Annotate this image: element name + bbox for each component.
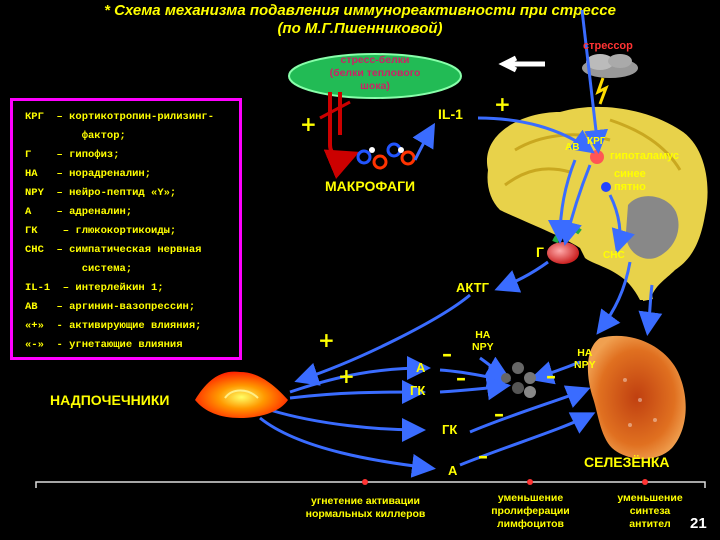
arrow-il1-hypothalamus bbox=[477, 116, 595, 154]
minus-sign-4: – bbox=[494, 402, 504, 426]
minus-sign-5: – bbox=[478, 444, 488, 468]
arrow-adrenal-gk2 bbox=[269, 408, 426, 442]
pituitary-label: Г bbox=[536, 244, 544, 260]
legend-line-8: СНС – симпатическая нервная bbox=[25, 244, 202, 256]
outcome-1: угнетение активации нормальных киллеров bbox=[305, 495, 426, 520]
pathway-arrows bbox=[259, 9, 663, 478]
arrow-npy-cells bbox=[479, 356, 511, 379]
na-npy-right-label: НА NPY bbox=[574, 347, 596, 371]
minus-sign-2: – bbox=[456, 366, 466, 390]
legend-line-13: «-» - угнетающие влияния bbox=[25, 339, 183, 351]
krg-brain-label: КРГ bbox=[587, 136, 606, 147]
spleen-organ bbox=[587, 335, 686, 459]
legend-line-11: АВ – аргинин-вазопрессин; bbox=[25, 301, 196, 313]
aktg-label: АКТГ bbox=[456, 280, 489, 295]
minus-sign-1: – bbox=[442, 342, 452, 366]
adrenal-gland bbox=[195, 371, 288, 418]
arrow-adrenal-a bbox=[289, 356, 431, 394]
brain-fold-2 bbox=[504, 167, 571, 187]
hypothalamus-label: гипоталамус bbox=[610, 150, 679, 162]
legend-line-1: КРГ – кортикотропин-рилизинг- bbox=[25, 111, 215, 123]
il1-label: IL-1 bbox=[438, 106, 463, 122]
outcome-dot-1 bbox=[362, 479, 368, 485]
brain-fold-3 bbox=[609, 118, 682, 171]
macrophage-red-path-1 bbox=[323, 92, 360, 179]
gk-label-top: ГК bbox=[410, 383, 426, 398]
arrow-hyp-sns bbox=[608, 194, 635, 254]
legend-line-6: А – адреналин; bbox=[25, 206, 133, 218]
na-npy-left-label: НА NPY bbox=[472, 329, 494, 353]
arrow-gk-cells bbox=[439, 376, 511, 401]
minus-sign-3: – bbox=[546, 364, 556, 388]
legend-line-9: система; bbox=[25, 263, 133, 275]
cerebellum bbox=[625, 196, 679, 259]
blue-spot-dot bbox=[601, 182, 611, 192]
arrow-adrenal-a2 bbox=[259, 416, 436, 478]
legend-line-5: NPY – нейро-пептид «Y»; bbox=[25, 187, 177, 199]
arrow-stressor-hypothalamus bbox=[580, 9, 609, 154]
blue-spot-label: синее пятно bbox=[614, 168, 646, 193]
macrophage-red-bar bbox=[319, 100, 351, 120]
legend-line-7: ГК – глюкокортикоиды; bbox=[25, 225, 177, 237]
arrow-hyp-pituitary-2 bbox=[548, 159, 577, 244]
stressor-cloud-icon bbox=[582, 54, 638, 105]
pituitary-gland bbox=[547, 242, 579, 264]
plus-sign-macrophage: + bbox=[300, 112, 317, 136]
plus-sign-adrenal-1: + bbox=[318, 328, 335, 352]
diagram-title: * Схема механизма подавления иммунореакт… bbox=[60, 2, 660, 38]
gk-label-bottom: ГК bbox=[442, 422, 458, 437]
legend-line-12: «+» - активирующие влияния; bbox=[25, 320, 202, 332]
outcome-dot-3 bbox=[642, 479, 648, 485]
page-number: 21 bbox=[690, 515, 707, 532]
title-line-2: (по М.Г.Пшенниковой) bbox=[277, 20, 443, 37]
arrow-gk-spleen bbox=[469, 385, 591, 434]
plus-sign-adrenal-2: + bbox=[338, 364, 355, 388]
arrow-spleen-cells bbox=[529, 360, 581, 385]
arrow-brainstem-spleen bbox=[638, 284, 663, 336]
legend-line-3: Г – гипофиз; bbox=[25, 149, 120, 161]
a-label-top: А bbox=[416, 360, 426, 375]
arrow-macrophage-il1 bbox=[412, 122, 436, 161]
outcome-2: уменьшение пролиферации лимфоцитов bbox=[491, 492, 570, 530]
plus-sign-il1: + bbox=[494, 92, 511, 116]
legend-line-2: фактор; bbox=[25, 130, 126, 142]
stress-proteins-label: стресс-белки (белки теплового шока) bbox=[329, 54, 421, 92]
sns-label: СНС bbox=[603, 250, 625, 261]
legend-line-4: НА – норадреналин; bbox=[25, 168, 152, 180]
a-label-bottom: А bbox=[448, 463, 458, 478]
stressor-label: стрессор bbox=[583, 40, 633, 52]
legend-line-10: IL-1 – интерлейкин 1; bbox=[25, 282, 164, 294]
arrow-adrenal-gk bbox=[289, 380, 426, 405]
arrow-aktg-adrenal bbox=[294, 293, 471, 386]
spleen-label: СЕЛЕЗЁНКА bbox=[584, 454, 670, 470]
arrow-a-spleen bbox=[459, 412, 596, 467]
macrophages-label: МАКРОФАГИ bbox=[325, 178, 416, 194]
outcome-3: уменьшение синтеза антител bbox=[617, 492, 683, 530]
lymphocyte-cluster bbox=[501, 362, 536, 398]
stress-proteins-ellipse bbox=[288, 53, 462, 99]
adrenal-label: НАДПОЧЕЧНИКИ bbox=[50, 392, 170, 408]
arrow-a-cells bbox=[439, 365, 511, 390]
outcome-dot-2 bbox=[527, 479, 533, 485]
hypothalamus-dot bbox=[590, 150, 604, 164]
title-line-1: * Схема механизма подавления иммунореакт… bbox=[104, 2, 616, 19]
stressor-arrow bbox=[498, 55, 545, 73]
legend-box: КРГ – кортикотропин-рилизинг- фактор; Г … bbox=[10, 98, 242, 360]
av-brain-label: АВ bbox=[565, 142, 580, 153]
arrow-sns-spleen bbox=[596, 261, 632, 335]
macrophage-cells bbox=[356, 142, 416, 170]
outcome-bracket bbox=[35, 481, 706, 488]
spinal-cord bbox=[635, 259, 653, 301]
arrow-pituitary-aktg bbox=[494, 260, 549, 293]
